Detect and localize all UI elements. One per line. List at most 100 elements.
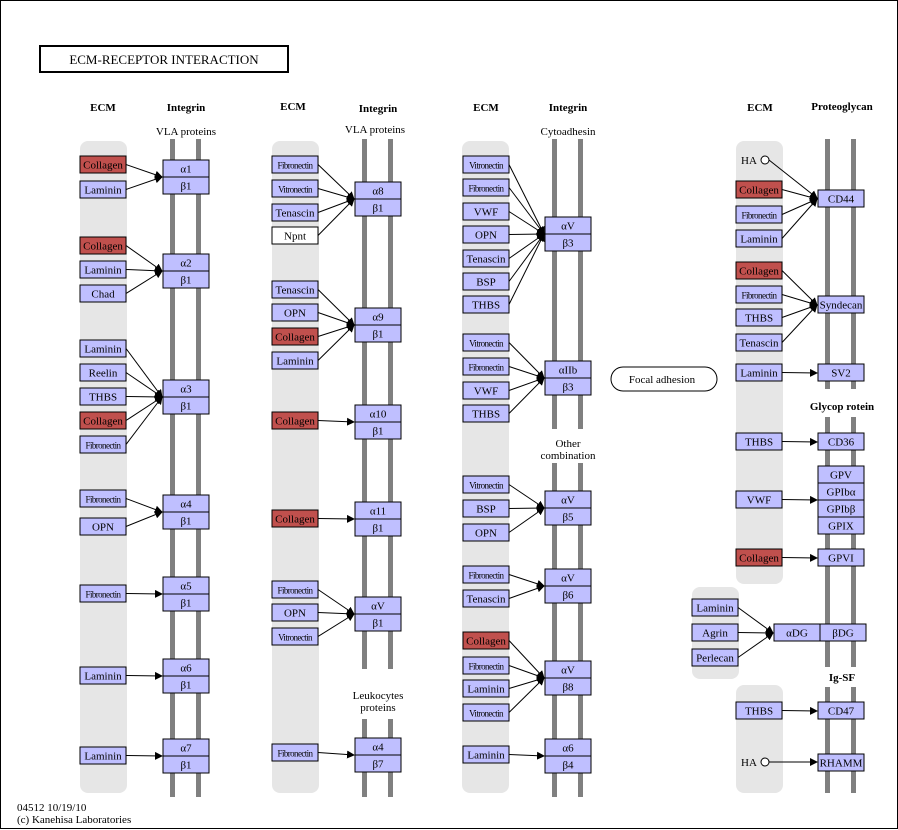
node-c1-collagen3[interactable] [79, 411, 127, 430]
node-c1-laminin3[interactable] [79, 339, 127, 358]
node-c2-opn5[interactable] [271, 603, 319, 622]
node-i2-b1d[interactable] [354, 518, 402, 537]
node-c3-fibronectin4[interactable] [462, 565, 510, 584]
node-c1-collagen2[interactable] [79, 236, 127, 255]
node-i1-b1a[interactable] [162, 176, 210, 195]
node-c2-fibronectin6[interactable] [271, 743, 319, 762]
node-c4-fibronectin1[interactable] [735, 205, 783, 224]
node-i2-b1e[interactable] [354, 613, 402, 632]
node-c3-bsp1[interactable] [462, 272, 510, 291]
node-c1-laminin1[interactable] [79, 180, 127, 199]
node-c1-chad[interactable] [79, 284, 127, 303]
node-c3-tenascin1[interactable] [462, 249, 510, 268]
node-i1-b1c[interactable] [162, 396, 210, 415]
node-r-gpvi[interactable] [817, 548, 865, 567]
node-c3-fibronectin1[interactable] [462, 178, 510, 197]
node-i3-b8[interactable] [544, 677, 592, 696]
node-c1-laminin6[interactable] [79, 666, 127, 685]
node-i1-b1g[interactable] [162, 755, 210, 774]
node-c3-vwf1[interactable] [462, 202, 510, 221]
node-i2-b1a[interactable] [354, 198, 402, 217]
node-r-gpix[interactable] [817, 516, 865, 535]
node-c1-collagen1[interactable] [79, 155, 127, 174]
node-c3-vitronectin2[interactable] [462, 333, 510, 352]
node-r-rhamm[interactable] [817, 753, 865, 772]
node-c1-fibronectin4[interactable] [79, 489, 127, 508]
node-c2-npnt[interactable] [271, 226, 319, 245]
node-c2-opn2[interactable] [271, 303, 319, 322]
node-c1-laminin7[interactable] [79, 746, 127, 765]
node-i3-b3a[interactable] [544, 233, 592, 252]
node-c3-opn3[interactable] [462, 523, 510, 542]
node-dg-agrin[interactable] [691, 623, 739, 642]
node-c2-fibronectin1[interactable] [271, 155, 319, 174]
node-c3-vitronectin5[interactable] [462, 703, 510, 722]
node-dg-bdg[interactable] [819, 623, 867, 642]
node-c1-reelin[interactable] [79, 363, 127, 382]
node-i3-b3b[interactable] [544, 377, 592, 396]
node-c1-fibronectin5[interactable] [79, 584, 127, 603]
node-r-cd44[interactable] [817, 189, 865, 208]
node-c3-laminin5[interactable] [462, 679, 510, 698]
node-c1-opn4[interactable] [79, 517, 127, 536]
node-c3-fibronectin5[interactable] [462, 656, 510, 675]
node-i1-b1d[interactable] [162, 511, 210, 530]
node-c2-collagen2[interactable] [271, 327, 319, 346]
node-i1-b1e[interactable] [162, 593, 210, 612]
node-c4-collagen6[interactable] [735, 548, 783, 567]
node-c2-tenascin2[interactable] [271, 280, 319, 299]
node-r-sv2[interactable] [817, 363, 865, 382]
header-integrin: Integrin [359, 103, 398, 115]
node-i1-b1b[interactable] [162, 270, 210, 289]
node-label: Laminin [467, 750, 505, 762]
node-i2-b1b[interactable] [354, 324, 402, 343]
node-r-cd36[interactable] [817, 432, 865, 451]
node-c3-collagen5[interactable] [462, 631, 510, 650]
node-c4-tenascin2[interactable] [735, 333, 783, 352]
node-i2-b1c[interactable] [354, 421, 402, 440]
node-c3-vwf2[interactable] [462, 381, 510, 400]
node-c4-thbs2[interactable] [735, 308, 783, 327]
node-label: β1 [180, 516, 191, 528]
node-c2-vitronectin5[interactable] [271, 627, 319, 646]
node-r-syndecan[interactable] [817, 295, 865, 314]
focal-adhesion-link[interactable] [610, 366, 718, 392]
node-c2-collagen3[interactable] [271, 411, 319, 430]
node-r-cd47[interactable] [817, 701, 865, 720]
node-c1-laminin2[interactable] [79, 260, 127, 279]
node-i3-b4[interactable] [544, 755, 592, 774]
node-c4-thbs4[interactable] [735, 432, 783, 451]
node-c3-tenascin4[interactable] [462, 589, 510, 608]
node-i3-b5[interactable] [544, 507, 592, 526]
node-dg-laminin[interactable] [691, 598, 739, 617]
node-c2-collagen4[interactable] [271, 509, 319, 528]
node-c3-thbs2[interactable] [462, 404, 510, 423]
node-c3-opn1[interactable] [462, 225, 510, 244]
node-c2-fibronectin5[interactable] [271, 580, 319, 599]
node-dg-perlecan[interactable] [691, 648, 739, 667]
node-c4-laminin1[interactable] [735, 229, 783, 248]
node-c3-vitronectin1[interactable] [462, 155, 510, 174]
node-i1-b1f[interactable] [162, 675, 210, 694]
node-c3-bsp3[interactable] [462, 499, 510, 518]
node-i3-b6[interactable] [544, 585, 592, 604]
node-c3-fibronectin2[interactable] [462, 357, 510, 376]
node-c2-vitronectin1[interactable] [271, 179, 319, 198]
node-c4-laminin3[interactable] [735, 363, 783, 382]
node-c3-thbs1[interactable] [462, 295, 510, 314]
node-c4-thbs8[interactable] [735, 701, 783, 720]
node-c2-tenascin1[interactable] [271, 203, 319, 222]
node-c4-ha1[interactable]: HA [741, 155, 757, 167]
node-c1-thbs[interactable] [79, 387, 127, 406]
node-c4-fibronectin2[interactable] [735, 285, 783, 304]
node-c4-collagen1[interactable] [735, 180, 783, 199]
node-c4-collagen2[interactable] [735, 261, 783, 280]
node-c3-vitronectin3[interactable] [462, 475, 510, 494]
node-c4-vwf5[interactable] [735, 490, 783, 509]
node-c3-laminin6[interactable] [462, 745, 510, 764]
node-i2-b7[interactable] [354, 754, 402, 773]
node-c2-laminin2[interactable] [271, 351, 319, 370]
interaction-arrow [781, 553, 818, 562]
node-c1-fibronectin3[interactable] [79, 435, 127, 454]
node-c4-ha9[interactable]: HA [741, 757, 757, 769]
